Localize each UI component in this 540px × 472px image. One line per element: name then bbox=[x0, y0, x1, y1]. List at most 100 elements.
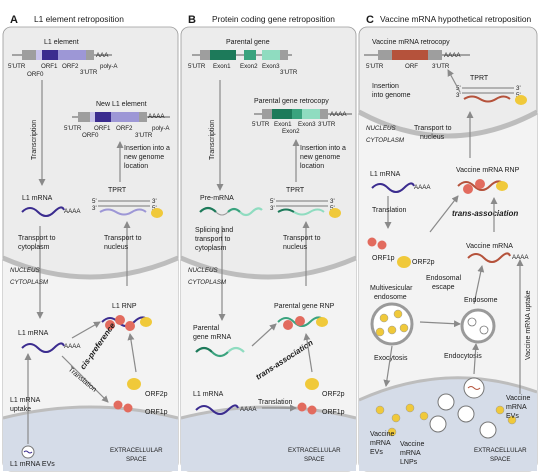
panel-b-extracellular-area bbox=[181, 407, 356, 471]
l1-gene-orf1-label: ORF1 bbox=[41, 63, 58, 70]
panel-c-l1-mrna-strand bbox=[371, 182, 415, 193]
new-l1-orf1 bbox=[95, 112, 111, 122]
new-l1-utr3-label: 3'UTR bbox=[135, 132, 153, 139]
l1-gene-utr3-label: 3'UTR bbox=[80, 69, 98, 76]
vaccine-insertion-arrow bbox=[447, 69, 461, 93]
retrocopy-utr5-label: 5'UTR bbox=[252, 121, 270, 128]
l1-tprt-mark-3: 3' bbox=[92, 205, 97, 212]
panel-c-title: Vaccine mRNA hypothetical retroposition bbox=[380, 14, 531, 24]
l1-protein-to-rnp-arrow bbox=[127, 333, 137, 373]
panel-b-orf1p-shape-2 bbox=[307, 405, 317, 415]
panel-c-orf2p-shape bbox=[397, 256, 411, 268]
parental-insertion-2: new genome bbox=[300, 154, 340, 161]
l1-gene-orf0 bbox=[36, 50, 42, 60]
l1-transport-nuc-2: nucleus bbox=[104, 244, 129, 251]
l1-tprt-mark-1: 5' bbox=[92, 198, 97, 205]
parental-insertion-1: Insertion into a bbox=[300, 145, 346, 152]
panel-c-orf1p-shape-2 bbox=[377, 240, 387, 250]
new-l1-orf0-label: ORF0 bbox=[82, 132, 99, 139]
panel-a-cytoplasm-label: CYTOPLASM bbox=[10, 279, 49, 286]
vaccine-protein-to-rnp-arrow bbox=[429, 195, 459, 233]
parental-utr5-label: 5'UTR bbox=[188, 63, 206, 70]
mve-vesicle-5 bbox=[375, 327, 385, 337]
evs-left-1: Vaccine bbox=[370, 431, 394, 438]
mve-vesicle-1 bbox=[379, 313, 389, 323]
vaccine-tprt-orf2p bbox=[515, 95, 527, 105]
l1-gene-utr5 bbox=[22, 50, 36, 60]
vaccine-orf-label: ORF bbox=[405, 63, 418, 70]
parental-exon2-label: Exon2 bbox=[240, 63, 258, 70]
evs-left-3: EVs bbox=[370, 449, 383, 456]
premrna-intron-1 bbox=[215, 211, 229, 216]
l1-gene-orf2-label: ORF2 bbox=[62, 63, 79, 70]
l1-translation-arrow bbox=[61, 355, 109, 403]
endocytosis-arrow bbox=[472, 343, 480, 375]
lnps-1: Vaccine bbox=[400, 441, 424, 448]
new-l1-polya-mark: AAAA bbox=[148, 113, 165, 120]
panel-b-orf1p-shape-1 bbox=[297, 402, 307, 412]
endosomal-escape-arrow bbox=[473, 265, 485, 305]
l1-tprt-orf2p bbox=[151, 208, 163, 218]
panel-c-nucleus-label: NUCLEUS bbox=[366, 125, 396, 132]
l1-rnp-orf2p bbox=[140, 317, 152, 327]
l1-tprt-mark-4: 5' bbox=[152, 205, 157, 212]
parental-gene-utr3 bbox=[280, 50, 288, 60]
l1-mrna-cyto-polya: AAAA bbox=[64, 343, 81, 350]
mve-label-2: endosome bbox=[374, 294, 407, 301]
vaccine-retrocopy-name: Vaccine mRNA retrocopy bbox=[372, 39, 450, 46]
vaccine-retrocopy-utr3 bbox=[428, 50, 442, 60]
panel-b-nuclear-membrane bbox=[180, 255, 357, 280]
lnps-2: mRNA bbox=[400, 450, 421, 457]
l1-rnp-protein-1 bbox=[105, 320, 115, 330]
l1-rnp-label: L1 RNP bbox=[112, 303, 137, 310]
panel-a-letter: A bbox=[10, 14, 18, 26]
l1-gene-utr5-label: 5'UTR bbox=[8, 63, 26, 70]
endosome-shape bbox=[460, 308, 496, 344]
vaccine-uptake-label: Vaccine mRNA uptake bbox=[525, 290, 532, 360]
parental-utr3-label: 3'UTR bbox=[280, 69, 298, 76]
lnp-3 bbox=[429, 415, 447, 433]
parental-tprt-mark-3: 3' bbox=[270, 205, 275, 212]
parental-tprt-label: TPRT bbox=[286, 187, 305, 194]
panel-c-translation-label: Translation bbox=[372, 207, 406, 214]
l1-orf1p-shape-1 bbox=[113, 400, 123, 410]
mve-shape bbox=[370, 302, 414, 346]
splicing-1: Splicing and bbox=[195, 227, 233, 234]
new-l1-polya-label: poly-A bbox=[152, 125, 170, 132]
panel-a-extracellular-2: SPACE bbox=[126, 456, 147, 463]
retrocopy-utr3 bbox=[320, 109, 328, 119]
panel-b-l1-mrna-label: L1 mRNA bbox=[193, 391, 224, 398]
new-l1-orf2 bbox=[111, 112, 139, 122]
vaccine-utr3-label: 3'UTR bbox=[432, 63, 450, 70]
new-l1-name: New L1 element bbox=[96, 101, 147, 108]
vaccine-mrna-polya: AAAA bbox=[512, 254, 529, 261]
l1-rnp-protein-2 bbox=[115, 315, 125, 325]
l1-mrna-to-rnp-arrow bbox=[71, 321, 101, 339]
endosome-lnp-2 bbox=[479, 325, 489, 335]
l1-mrna-cyto-label: L1 mRNA bbox=[18, 330, 49, 337]
mve-vesicle-4 bbox=[399, 323, 409, 333]
l1-orf1p-shape-2 bbox=[123, 403, 133, 413]
panel-b-orf2p-shape bbox=[305, 378, 319, 390]
endosome-lnp-1 bbox=[467, 317, 477, 327]
new-l1-utr5-label: 5'UTR bbox=[64, 125, 82, 132]
l1-mrna-polya: AAAA bbox=[64, 208, 81, 215]
parental-gene-exon3 bbox=[262, 50, 280, 60]
parental-rnp-strand bbox=[277, 316, 325, 327]
new-l1-orf2-label: ORF2 bbox=[116, 125, 133, 132]
l1-tprt-label: TPRT bbox=[108, 187, 127, 194]
l1-uptake-2: uptake bbox=[10, 406, 31, 413]
vaccine-tprt-mark-3: 3' bbox=[456, 92, 461, 99]
new-l1-orf0 bbox=[90, 112, 95, 122]
vaccine-tprt-mark-2: 3' bbox=[516, 85, 521, 92]
retrocopy-utr5 bbox=[262, 109, 272, 119]
l1-tprt-rna-strand bbox=[99, 208, 147, 216]
retrocopy-exon1-label: Exon1 bbox=[274, 121, 292, 128]
panel-b-extracellular-2: SPACE bbox=[304, 456, 325, 463]
panel-a-extracellular-1: EXTRACELLULAR bbox=[110, 447, 163, 454]
l1-orf1p-label: ORF1p bbox=[145, 409, 168, 416]
panel-b-letter: B bbox=[188, 14, 196, 26]
ev-left-1 bbox=[375, 405, 385, 415]
retrocopy-exon3-label: Exon3 bbox=[298, 121, 316, 128]
parental-rnp-orf2p bbox=[316, 317, 328, 327]
